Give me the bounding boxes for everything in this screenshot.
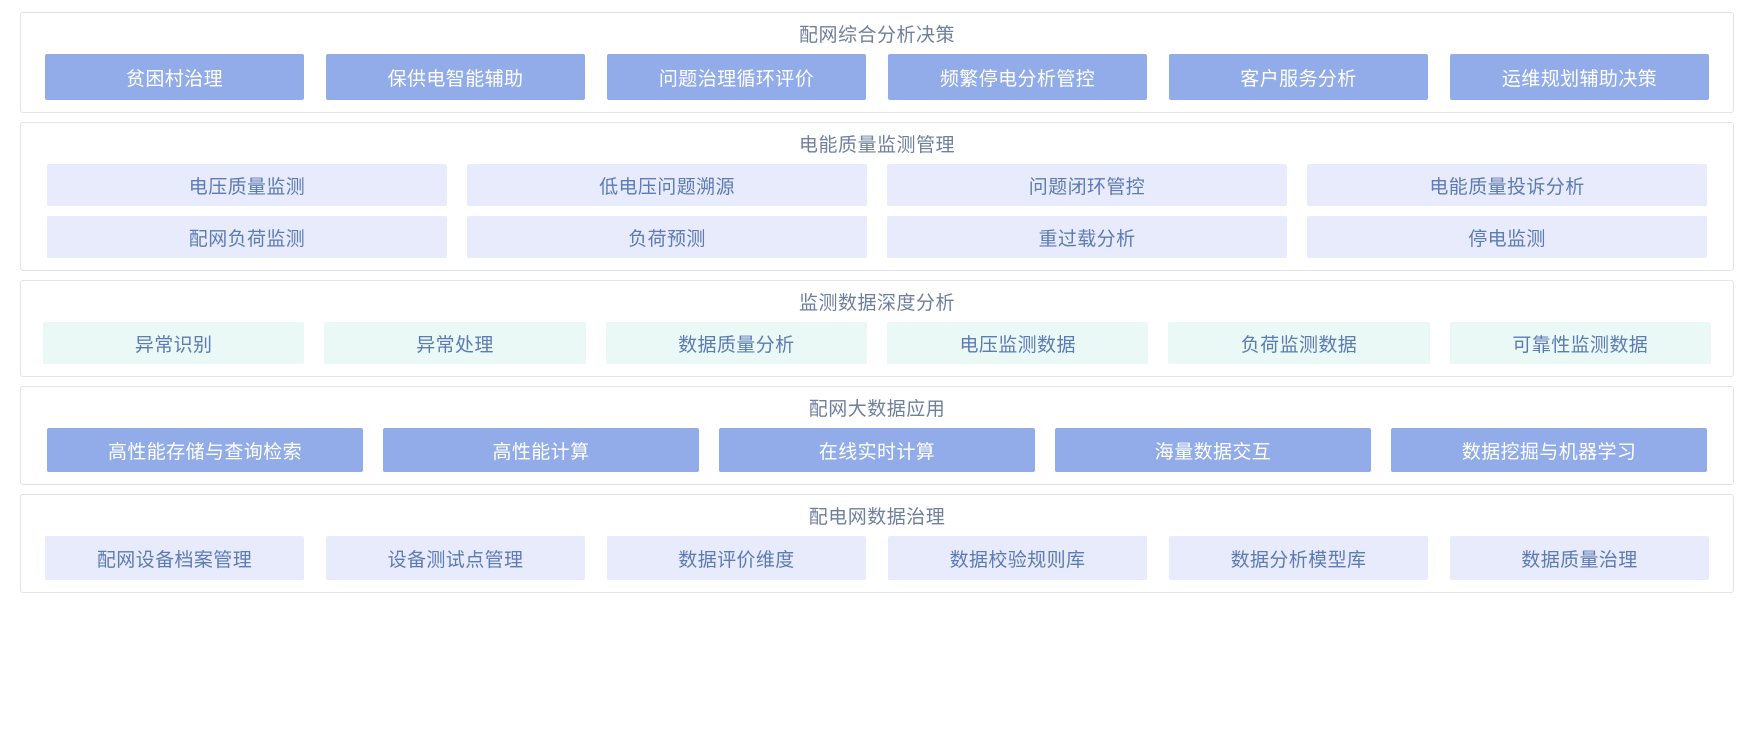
chip-row: 异常识别异常处理数据质量分析电压监测数据负荷监测数据可靠性监测数据 (21, 322, 1733, 364)
module-button[interactable]: 数据分析模型库 (1169, 536, 1428, 580)
module-button[interactable]: 客户服务分析 (1169, 54, 1428, 100)
module-button[interactable]: 电压监测数据 (886, 322, 1149, 364)
module-button[interactable]: 电能质量投诉分析 (1307, 164, 1707, 206)
panel-title: 电能质量监测管理 (798, 135, 955, 156)
module-button[interactable]: 异常识别 (43, 322, 305, 364)
panel-depth: 监测数据深度分析异常识别异常处理数据质量分析电压监测数据负荷监测数据可靠性监测数… (20, 280, 1734, 377)
panel-decision: 配网综合分析决策贫困村治理保供电智能辅助问题治理循环评价频繁停电分析管控客户服务… (20, 12, 1734, 113)
module-button[interactable]: 负荷监测数据 (1168, 322, 1430, 364)
module-button[interactable]: 低电压问题溯源 (467, 164, 867, 206)
module-button[interactable]: 高性能存储与查询检索 (47, 428, 363, 472)
panel-title: 配网综合分析决策 (798, 25, 955, 46)
module-button[interactable]: 运维规划辅助决策 (1450, 54, 1709, 100)
module-button[interactable]: 海量数据交互 (1055, 428, 1371, 472)
module-button[interactable]: 数据校验规则库 (888, 536, 1147, 580)
module-button[interactable]: 负荷预测 (467, 216, 867, 258)
module-button[interactable]: 在线实时计算 (719, 428, 1035, 472)
panel-bigdata: 配网大数据应用高性能存储与查询检索高性能计算在线实时计算海量数据交互数据挖掘与机… (20, 386, 1734, 485)
chip-row: 配网负荷监测负荷预测重过载分析停电监测 (21, 216, 1733, 258)
module-button[interactable]: 频繁停电分析管控 (888, 54, 1147, 100)
panel-title: 配电网数据治理 (808, 507, 946, 528)
module-button[interactable]: 数据质量分析 (605, 322, 867, 364)
chip-row: 电压质量监测低电压问题溯源问题闭环管控电能质量投诉分析 (21, 164, 1733, 206)
panel-governance: 配电网数据治理配网设备档案管理设备测试点管理数据评价维度数据校验规则库数据分析模… (20, 494, 1734, 593)
module-button[interactable]: 停电监测 (1307, 216, 1707, 258)
panel-title: 配网大数据应用 (808, 399, 946, 420)
chip-row: 配网设备档案管理设备测试点管理数据评价维度数据校验规则库数据分析模型库数据质量治… (21, 536, 1733, 580)
module-button[interactable]: 保供电智能辅助 (326, 54, 585, 100)
module-button[interactable]: 电压质量监测 (47, 164, 447, 206)
module-button[interactable]: 重过载分析 (887, 216, 1287, 258)
module-button[interactable]: 问题治理循环评价 (607, 54, 866, 100)
module-button[interactable]: 设备测试点管理 (326, 536, 585, 580)
module-button[interactable]: 配网负荷监测 (47, 216, 447, 258)
chip-row: 贫困村治理保供电智能辅助问题治理循环评价频繁停电分析管控客户服务分析运维规划辅助… (21, 54, 1733, 100)
module-button[interactable]: 配网设备档案管理 (45, 536, 304, 580)
module-button[interactable]: 可靠性监测数据 (1449, 322, 1711, 364)
module-button[interactable]: 数据评价维度 (607, 536, 866, 580)
panel-quality: 电能质量监测管理电压质量监测低电压问题溯源问题闭环管控电能质量投诉分析配网负荷监… (20, 122, 1734, 271)
chip-row: 高性能存储与查询检索高性能计算在线实时计算海量数据交互数据挖掘与机器学习 (21, 428, 1733, 472)
module-button[interactable]: 数据挖掘与机器学习 (1391, 428, 1707, 472)
module-button[interactable]: 问题闭环管控 (887, 164, 1287, 206)
panel-title: 监测数据深度分析 (798, 293, 955, 314)
module-button[interactable]: 贫困村治理 (45, 54, 304, 100)
module-button[interactable]: 高性能计算 (383, 428, 699, 472)
module-button[interactable]: 数据质量治理 (1450, 536, 1709, 580)
module-button[interactable]: 异常处理 (324, 322, 586, 364)
